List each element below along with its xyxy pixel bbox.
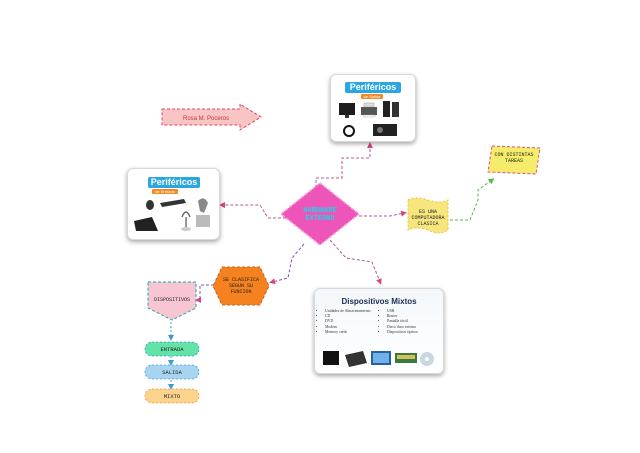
monitor-icon xyxy=(339,103,355,115)
card-output-banner: Periféricos xyxy=(345,82,401,93)
card-input-banner: Periféricos xyxy=(148,177,200,188)
card-input-subtitle: de Entrada xyxy=(152,189,178,194)
connector-right xyxy=(354,210,407,217)
barcode-reader-icon xyxy=(198,198,208,213)
list-item: CD xyxy=(325,314,387,319)
list-item: Pantalla táctil xyxy=(387,319,449,324)
flow-mixto-shape: MIXTO xyxy=(144,388,200,404)
list-item: USB xyxy=(387,309,449,314)
headphones-icon xyxy=(343,125,355,137)
microphone-icon xyxy=(181,211,191,218)
card-mixed-title: Dispositivos Mixtos xyxy=(341,297,417,306)
author-label: Rosa M. Poceros xyxy=(183,116,229,122)
input-devices-illustration xyxy=(134,198,210,231)
list-item: Router xyxy=(387,314,449,319)
flow-salida-shape: SALIDA xyxy=(144,364,200,380)
compare-node-shape xyxy=(407,197,449,234)
card-mixed-devices: Dispositivos Mixtos Unidades de Almacena… xyxy=(314,288,444,374)
flow-mixto-label: MIXTO xyxy=(164,393,181,400)
mouse-icon xyxy=(146,200,154,210)
connector-left xyxy=(219,202,286,219)
differ-node-shape xyxy=(487,145,541,175)
center-node-shape xyxy=(280,182,360,246)
classify-node-shape xyxy=(212,266,270,306)
card-output-subtitle: de Salida xyxy=(361,94,383,99)
router-icon xyxy=(345,351,367,367)
connector-bottom xyxy=(329,239,382,285)
hard-drive-icon xyxy=(323,351,339,365)
printer-icon xyxy=(361,107,377,115)
list-item: Memory cards xyxy=(325,330,387,335)
center-node-label: HARDWARE EXTERNO xyxy=(303,207,337,223)
compare-node-label: ES UNA COMPUTADORA CLASICA xyxy=(411,209,445,227)
keyboard-icon xyxy=(160,199,186,207)
list-item: Unidades de Almacenamiento xyxy=(325,309,387,314)
flow-entrada-shape: ENTRADA xyxy=(144,341,200,357)
author-arrow-shape: Rosa M. Poceros xyxy=(161,103,262,131)
speaker-icon xyxy=(383,101,390,117)
mixed-devices-illustration xyxy=(323,351,434,367)
connector-differ xyxy=(450,178,495,221)
flow-salida-label: SALIDA xyxy=(162,369,183,376)
devices-node-shape xyxy=(147,281,197,321)
card-output-peripherals: · Periféricos de Salida xyxy=(330,74,416,142)
devices-node-label: DISPOSITIVOS xyxy=(153,297,190,303)
card-mixed-list-left: Unidades de Almacenamiento CD DVD Modem … xyxy=(317,309,387,335)
connector-classify xyxy=(269,243,305,285)
list-item: Dispositivos ópticos xyxy=(387,330,449,335)
card-input-peripherals: · Periféricos de Entrada xyxy=(127,168,220,240)
projector-icon xyxy=(373,124,397,136)
card-mixed-list-right: USB Router Pantalla táctil Disco duro ex… xyxy=(379,309,449,335)
flow-entrada-label: ENTRADA xyxy=(160,346,184,353)
connector-devices xyxy=(195,284,214,303)
scanner-icon xyxy=(134,217,158,231)
list-item: Disco duro externo xyxy=(387,325,449,330)
list-item: Modem xyxy=(325,325,387,330)
differ-node-label: CON DISTINTAS TAREAS xyxy=(494,152,534,164)
list-item: DVD xyxy=(325,319,387,324)
output-devices-illustration xyxy=(339,101,399,137)
classify-node-label: SE CLASIFICA SEGUN SU FUNCION xyxy=(222,277,259,295)
connector-top xyxy=(315,142,373,188)
